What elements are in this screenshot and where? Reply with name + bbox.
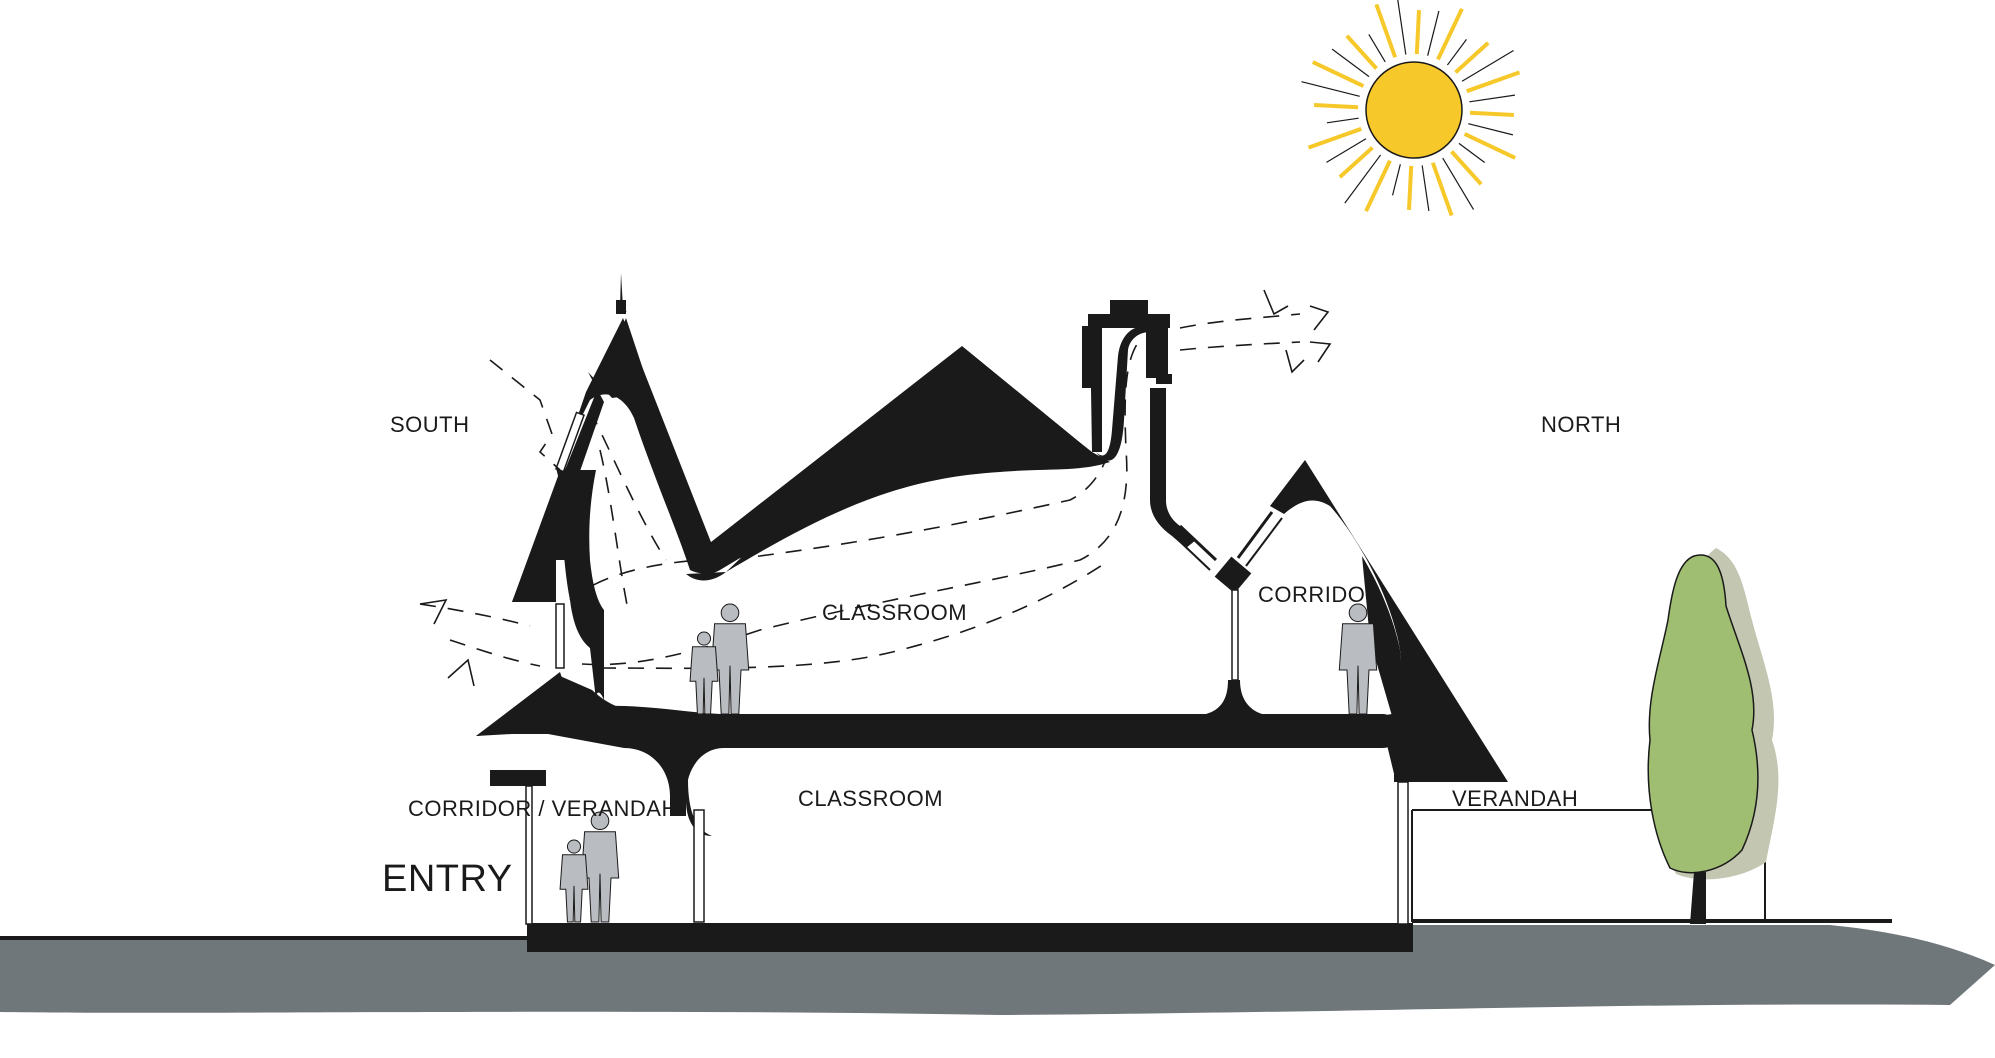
- chimney-post-b: [1171, 533, 1211, 571]
- sun-rays: [1301, 0, 1521, 217]
- sun-ray: [1326, 117, 1359, 124]
- south-column-top: [490, 770, 546, 786]
- south-eave: [476, 672, 604, 736]
- label-entry: ENTRY: [382, 858, 513, 900]
- sun-ray: [1374, 3, 1398, 58]
- chimney-vent-base: [1156, 374, 1172, 384]
- sun-ray: [1414, 10, 1421, 55]
- label-verandah: VERANDAH: [1452, 786, 1579, 811]
- person-figure: [580, 811, 620, 923]
- tree: [1647, 548, 1779, 924]
- sun-disc: [1365, 61, 1463, 159]
- sun: [1301, 0, 1521, 217]
- chimney-body: [1090, 326, 1102, 452]
- sun-ray: [1446, 39, 1467, 66]
- sun-ray: [1344, 154, 1382, 204]
- sun-ray: [1430, 162, 1454, 217]
- sun-ray: [1454, 41, 1490, 74]
- spire-finial-base: [616, 300, 626, 314]
- ground-mass: [0, 925, 1995, 1015]
- sun-ray: [1461, 49, 1514, 82]
- sun-ray: [1391, 164, 1401, 196]
- airflow-path: [419, 603, 531, 627]
- sun-ray: [1436, 7, 1464, 61]
- sun-ray: [1469, 110, 1514, 117]
- label-classroom-upper: CLASSROOM: [822, 600, 968, 625]
- corridor-window: [1231, 589, 1239, 681]
- sun-ray: [1397, 0, 1407, 55]
- south-spire-roof: [554, 318, 718, 574]
- airflow-path: [449, 639, 541, 667]
- ground: [0, 919, 1995, 1015]
- sun-ray: [1421, 165, 1430, 211]
- sun-ray: [1427, 10, 1440, 56]
- label-classroom-lower: CLASSROOM: [798, 786, 944, 811]
- tree-trunk: [1690, 872, 1706, 924]
- airflow-arrowhead: [1309, 341, 1332, 363]
- label-south: SOUTH: [390, 412, 470, 437]
- airflow-arrowhead: [1285, 349, 1305, 374]
- sun-ray: [1407, 165, 1414, 210]
- sun-ray: [1450, 150, 1483, 186]
- lower-column-window: [693, 809, 705, 923]
- verandah-post-south: [525, 785, 533, 925]
- label-corridor-upper: CORRIDOR: [1258, 584, 1378, 606]
- north-floor-edge: [1394, 746, 1414, 782]
- ground-slab: [527, 923, 1413, 952]
- airflow-path: [1179, 341, 1301, 351]
- south-window-lower: [555, 603, 565, 669]
- airflow-path: [569, 379, 1119, 601]
- window-posts: [525, 411, 1409, 925]
- roof-ridge-wedge: [688, 346, 1094, 575]
- sun-ray: [1463, 132, 1517, 160]
- upper-floor-main: [476, 676, 1400, 816]
- sun-ray: [1326, 138, 1367, 163]
- sun-ray: [1314, 103, 1359, 110]
- airflow-arrowhead: [1263, 289, 1289, 316]
- sun-ray: [1368, 34, 1386, 63]
- north-clerestory-post-a: [1236, 511, 1274, 559]
- person-figure: [559, 839, 589, 923]
- chimney-cap-top: [1110, 300, 1148, 316]
- sun-ray: [1458, 142, 1485, 163]
- airflow-path: [599, 449, 629, 611]
- label-corridor-verandah: CORRIDOR / VERANDAH: [408, 796, 678, 821]
- sun-ray: [1338, 146, 1374, 179]
- north-gable-inner: [1362, 556, 1402, 716]
- airflow-arrowhead: [419, 598, 448, 625]
- sun-ray: [1331, 48, 1370, 78]
- airflow-path: [589, 409, 667, 561]
- south-wall-curve: [561, 470, 604, 700]
- corridor-column-foot: [1206, 680, 1262, 714]
- north-clerestory-post-b: [1245, 517, 1283, 567]
- clerestory-box: [1214, 556, 1252, 594]
- sun-ray: [1442, 157, 1475, 210]
- label-north: NORTH: [1541, 412, 1622, 437]
- people: [559, 603, 1378, 923]
- sun-ray: [1307, 126, 1362, 150]
- sun-ray: [1364, 159, 1392, 213]
- airflow-arrowhead: [1309, 305, 1330, 331]
- north-post: [1397, 781, 1409, 925]
- airflow-path: [489, 359, 561, 471]
- sun-ray: [1345, 34, 1378, 70]
- sun-ray: [1466, 70, 1521, 94]
- airflow-path: [1179, 313, 1301, 329]
- airflow-arrowhead: [447, 658, 475, 687]
- sun-ray: [1468, 123, 1514, 136]
- tree-canopy-front: [1647, 554, 1759, 874]
- building: [476, 273, 1508, 952]
- sun-ray: [1301, 81, 1360, 97]
- sun-ray: [1469, 94, 1515, 103]
- chimney-vent-right: [1146, 328, 1168, 378]
- person-figure: [710, 603, 750, 715]
- sun-ray: [1311, 60, 1365, 88]
- chimney-post-a: [1178, 524, 1218, 562]
- air-duct: [1150, 388, 1196, 548]
- north-gable: [1270, 460, 1508, 782]
- chimney-cap: [1088, 314, 1170, 328]
- person-figure: [1338, 603, 1378, 715]
- person-figure: [689, 631, 719, 715]
